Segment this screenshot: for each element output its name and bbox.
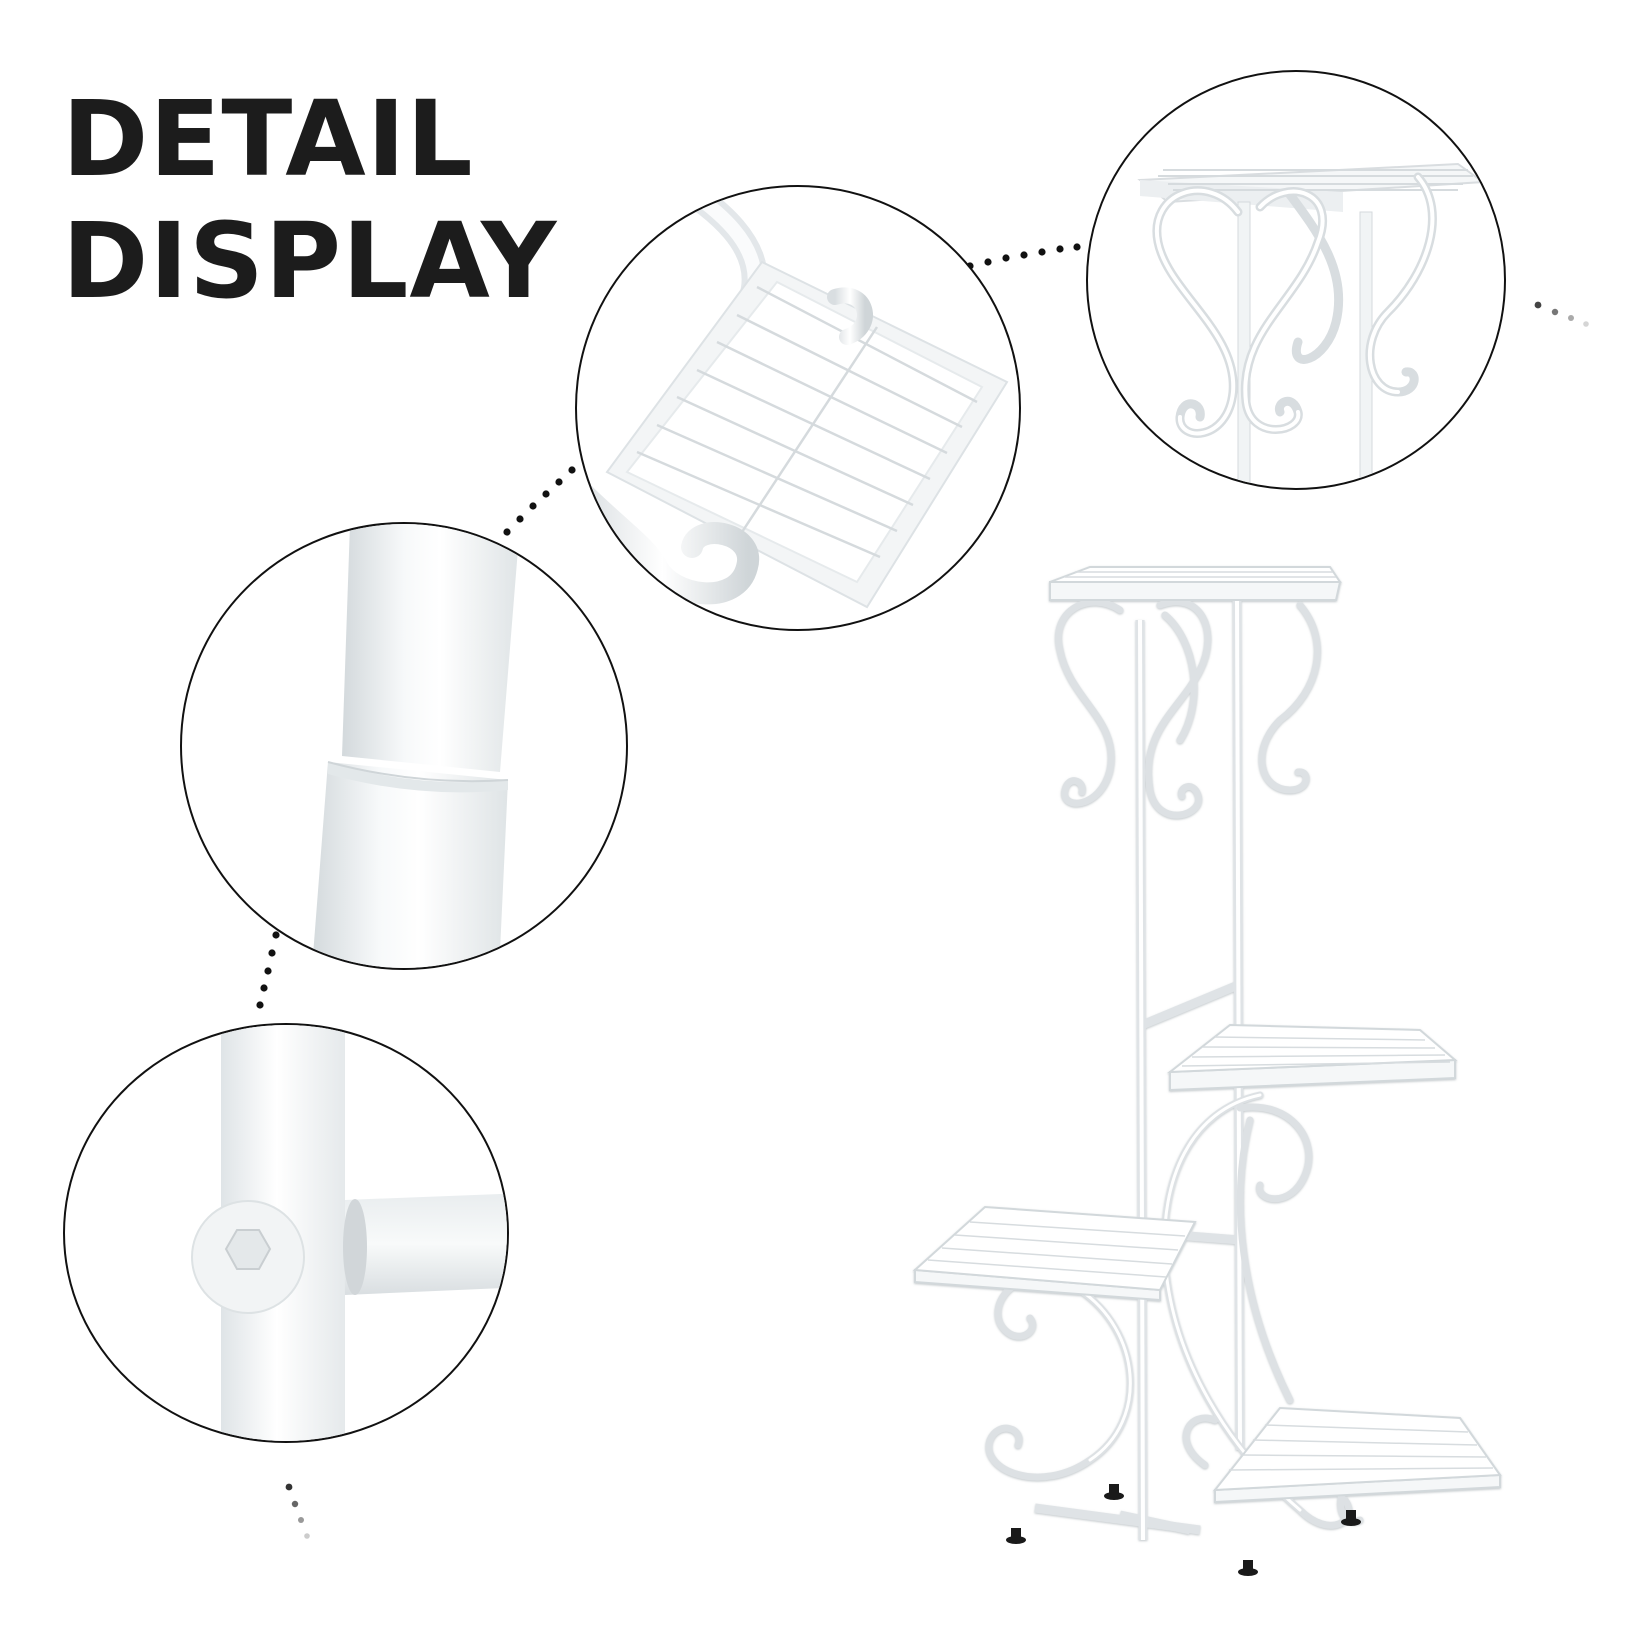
shelf-grid-illustration <box>577 187 1009 613</box>
shelf-lower-left <box>912 1205 1197 1302</box>
shelf-bottom-right <box>1212 1406 1502 1504</box>
top-scroll-illustration <box>1137 162 1486 488</box>
leveling-feet <box>1006 1484 1361 1576</box>
detail-circle-shelf-grid <box>575 185 1021 631</box>
detail-circle-top-scroll <box>1086 70 1506 490</box>
shelf-top <box>1049 566 1342 601</box>
headline-line-2: DISPLAY <box>62 200 558 322</box>
bolt-joint-illustration <box>191 1025 507 1441</box>
tube-joint-illustration <box>312 524 520 968</box>
detail-circle-bolt-joint <box>63 1023 509 1443</box>
shelf-middle-right <box>1166 1023 1458 1092</box>
headline-line-1: DETAIL <box>62 78 474 200</box>
detail-circle-tube-joint <box>180 522 628 970</box>
headline: DETAIL DISPLAY <box>62 78 557 322</box>
